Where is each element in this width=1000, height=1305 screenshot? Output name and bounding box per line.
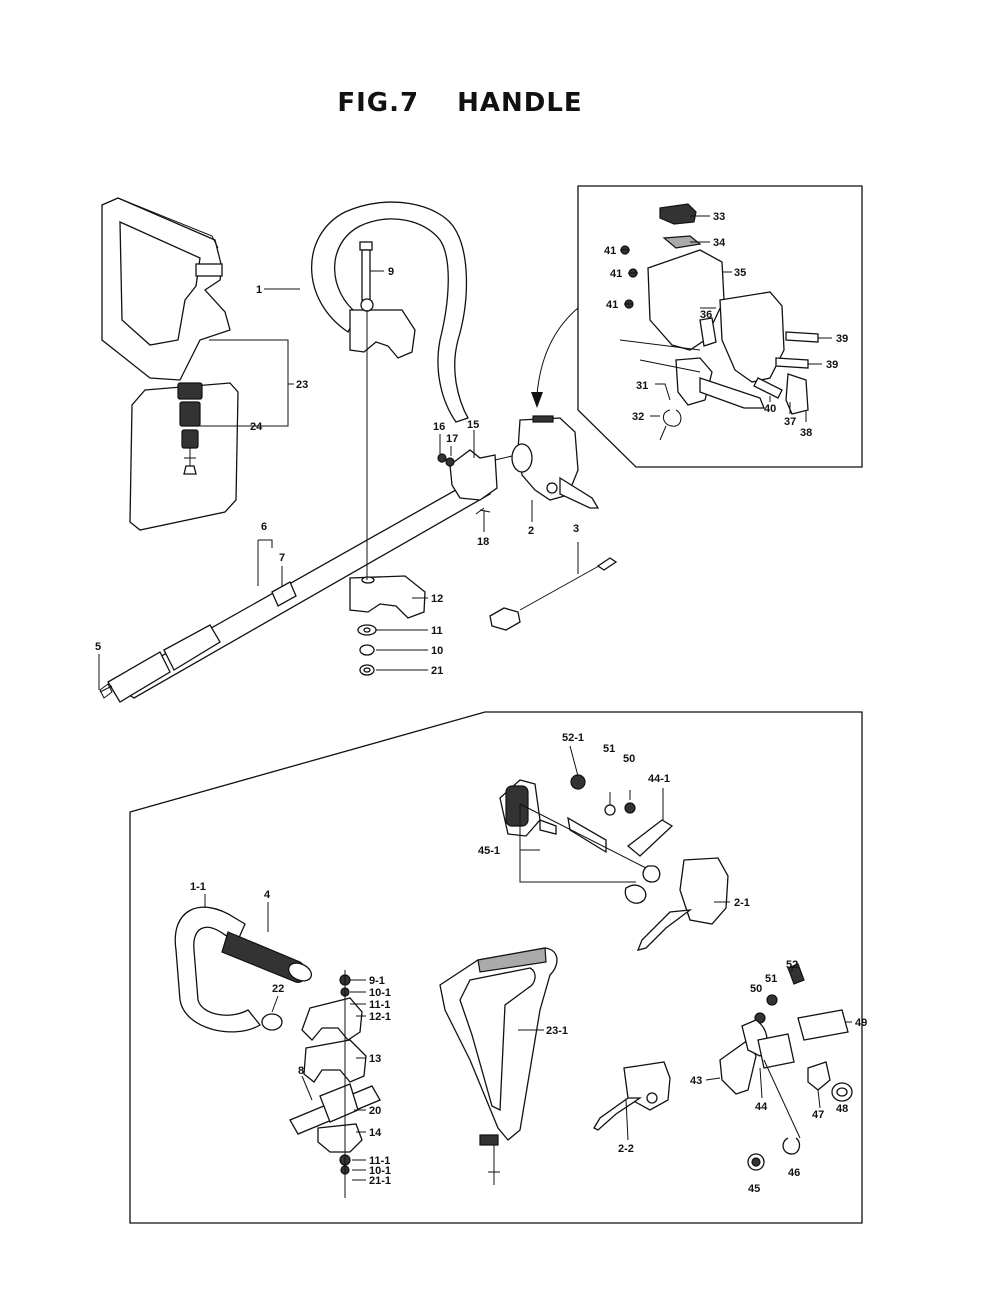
nut-21 — [359, 664, 375, 676]
label-3: 3 — [573, 523, 579, 535]
label-50-a: 50 — [623, 753, 635, 765]
lower-clamp — [349, 310, 426, 619]
label-9: 9 — [388, 266, 394, 278]
leader-lines — [98, 215, 852, 1181]
hip-pad — [129, 382, 239, 531]
label-41-a: 41 — [604, 245, 616, 257]
label-23-1: 23-1 — [546, 1025, 568, 1037]
shoulder-harness — [101, 197, 231, 381]
trigger-assembly-variant — [499, 774, 729, 951]
label-44-1: 44-1 — [648, 773, 670, 785]
label-6: 6 — [261, 521, 267, 533]
label-10-1-b: 10-1 — [369, 1165, 391, 1177]
variant-parts-frame — [129, 711, 863, 1224]
figure-number: FIG.7 — [337, 88, 420, 118]
label-10: 10 — [431, 645, 443, 657]
label-18: 18 — [477, 536, 489, 548]
label-1: 1 — [256, 284, 262, 296]
strap-buckle — [177, 382, 203, 475]
label-37: 37 — [784, 416, 796, 428]
inset-arrowhead — [531, 392, 543, 408]
label-13: 13 — [369, 1053, 381, 1065]
part-number-labels: 1 9 23 24 16 17 15 18 2 3 6 7 5 12 11 10… — [95, 211, 867, 1195]
figure-name: HANDLE — [457, 88, 583, 118]
label-43: 43 — [690, 1075, 702, 1087]
label-8: 8 — [298, 1065, 304, 1077]
label-21-1: 21-1 — [369, 1175, 391, 1187]
harness-variant — [439, 947, 558, 1185]
label-49: 49 — [855, 1017, 867, 1029]
label-23: 23 — [296, 379, 308, 391]
label-12: 12 — [431, 593, 443, 605]
inset-arrow — [536, 307, 579, 396]
label-45: 45 — [748, 1183, 760, 1195]
label-47: 47 — [812, 1109, 824, 1121]
spring-washer-10 — [359, 644, 375, 656]
label-46: 46 — [788, 1167, 800, 1179]
label-15: 15 — [467, 419, 479, 431]
label-10-1-a: 10-1 — [369, 987, 391, 999]
label-40: 40 — [764, 403, 776, 415]
label-45-1: 45-1 — [478, 845, 500, 857]
label-4: 4 — [264, 889, 271, 901]
label-41-c: 41 — [606, 299, 618, 311]
label-52: 52 — [786, 959, 798, 971]
label-36: 36 — [700, 309, 712, 321]
label-48: 48 — [836, 1103, 848, 1115]
label-51-b: 51 — [765, 973, 777, 985]
label-50-b: 50 — [750, 983, 762, 995]
label-11-1-b: 11-1 — [369, 1155, 390, 1167]
loop-handle — [310, 201, 469, 423]
label-44: 44 — [755, 1101, 768, 1113]
label-22: 22 — [272, 983, 284, 995]
label-2-2: 2-2 — [618, 1143, 634, 1155]
throttle-housing — [511, 415, 600, 509]
shaft-end-bracket — [437, 449, 513, 515]
label-5: 5 — [95, 641, 101, 653]
label-41-b: 41 — [610, 268, 622, 280]
trigger-lever-variant — [593, 1061, 671, 1131]
label-32: 32 — [632, 411, 644, 423]
label-20: 20 — [369, 1105, 381, 1117]
label-39-a: 39 — [836, 333, 848, 345]
label-7: 7 — [279, 552, 285, 564]
throttle-cable — [489, 542, 618, 631]
inset-throttle-parts — [619, 203, 819, 441]
label-24: 24 — [250, 421, 263, 433]
label-11: 11 — [431, 625, 443, 637]
label-51-a: 51 — [603, 743, 615, 755]
throttle-inset-frame — [577, 185, 863, 468]
label-9-1: 9-1 — [369, 975, 385, 987]
label-11-1-a: 11-1 — [369, 999, 390, 1011]
label-1-1: 1-1 — [190, 881, 206, 893]
label-14: 14 — [369, 1127, 382, 1139]
label-16: 16 — [433, 421, 445, 433]
label-35: 35 — [734, 267, 746, 279]
washer-11 — [357, 624, 377, 636]
figure-title: FIG.7 HANDLE — [0, 88, 920, 118]
label-17: 17 — [446, 433, 458, 445]
label-34: 34 — [713, 237, 726, 249]
label-2: 2 — [528, 525, 534, 537]
label-33: 33 — [713, 211, 725, 223]
loop-handle-variant — [174, 906, 381, 1198]
label-31: 31 — [636, 380, 648, 392]
label-2-1: 2-1 — [734, 897, 750, 909]
label-21: 21 — [431, 665, 443, 677]
label-52-1: 52-1 — [562, 732, 584, 744]
switch-parts — [719, 963, 853, 1171]
label-38: 38 — [800, 427, 812, 439]
label-12-1: 12-1 — [369, 1011, 391, 1023]
label-39-b: 39 — [826, 359, 838, 371]
